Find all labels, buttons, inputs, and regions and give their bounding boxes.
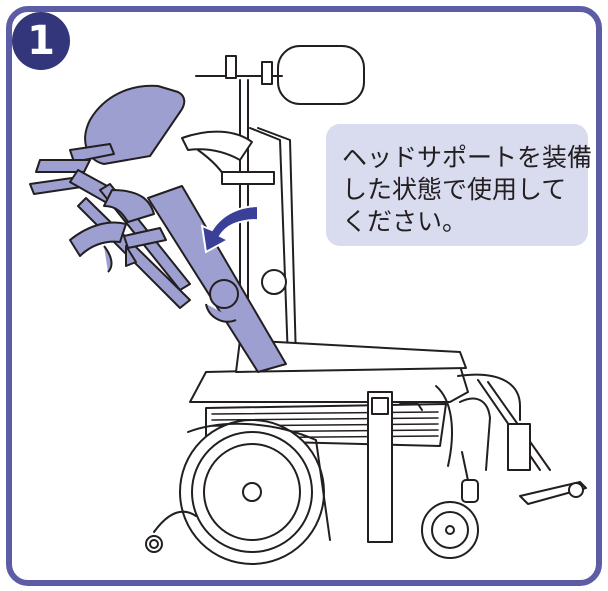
leg-rest — [435, 373, 587, 505]
upright-backrest — [181, 45, 365, 361]
callout-line-1: ヘッドサポートを装備 — [342, 143, 593, 172]
callout-line-2: した状態で使用して — [342, 175, 567, 204]
callout-line-3: ください。 — [342, 207, 468, 236]
rotate-arrow-icon — [200, 204, 259, 254]
step-number-badge: 1 — [12, 12, 70, 70]
front-castor — [421, 451, 479, 559]
reclined-backrest — [29, 84, 287, 373]
instruction-callout: ヘッドサポートを装備 した状態で使用して ください。 — [326, 124, 593, 246]
anti-tip-lever — [145, 510, 197, 553]
rear-wheel — [179, 419, 331, 565]
